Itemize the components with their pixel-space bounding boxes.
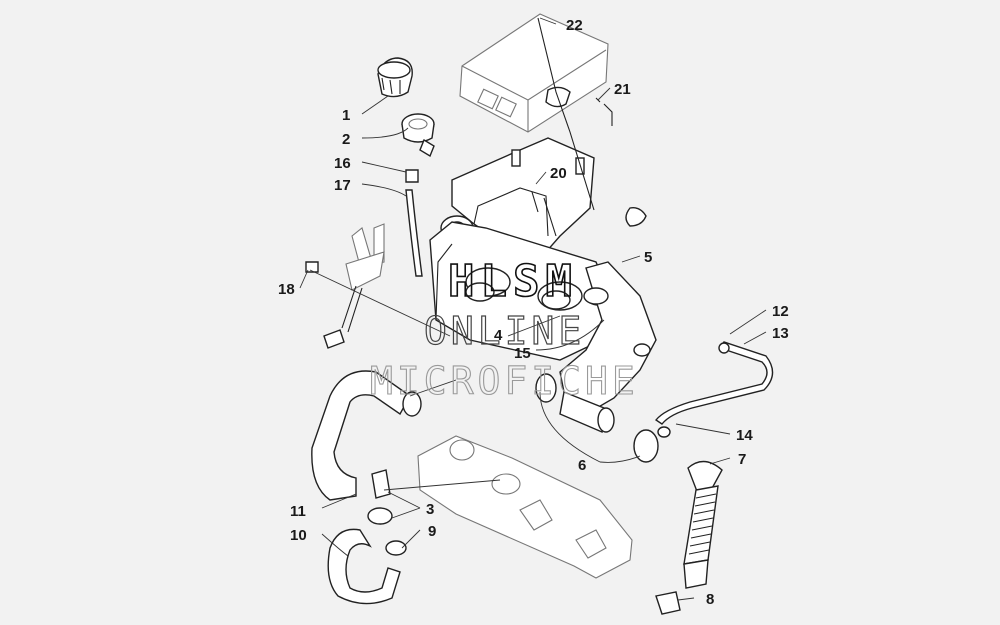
intake-manifold-part [417,435,633,579]
callout-4: 4 [494,327,503,344]
clamp-6-part [535,373,671,463]
clamp-12-part [718,342,730,354]
clamp-3-part [367,469,393,525]
callout-2: 2 [342,131,350,148]
hose-11-end [402,391,422,417]
hose-10-part [327,528,401,605]
filler-cap-part [377,57,413,98]
callout-9: 9 [428,523,436,540]
callout-labels: 1 2 3 4 5 6 7 8 9 10 11 12 13 14 15 16 1… [278,17,789,608]
callout-15: 15 [514,345,531,362]
callout-18: 18 [278,281,295,298]
callout-17: 17 [334,177,351,194]
bolt-20-part [531,191,557,237]
corrugated-hose-part [683,460,723,589]
watermark: HLSM ONLINE MICROFICHE [369,255,639,403]
bolt-22-part [537,17,595,211]
watermark-line-2: ONLINE [424,309,585,353]
callout-3: 3 [426,501,434,518]
callout-22: 22 [566,17,583,34]
watermark-line-1: HLSM [448,256,578,307]
clamp-4-part [465,282,571,310]
clamp-16-part [405,169,419,183]
callout-12: 12 [772,303,789,320]
callout-7: 7 [738,451,746,468]
leader-lines [299,17,767,601]
filler-neck-part [401,113,435,158]
fitting-8-part [655,591,681,615]
callout-10: 10 [290,527,307,544]
callout-8: 8 [706,591,714,608]
callout-5: 5 [644,249,652,266]
control-box-part [459,13,609,133]
vent-hose-part [405,189,423,277]
watermark-line-3: MICROFICHE [370,359,639,403]
callout-13: 13 [772,325,789,342]
hose-11-part [311,370,411,501]
callout-16: 16 [334,155,351,172]
callout-11: 11 [290,503,306,520]
oil-pump-part [559,261,657,434]
clamp-9-part [385,540,407,556]
callout-20: 20 [550,165,567,182]
grommet-part [625,206,647,227]
callout-14: 14 [736,427,753,444]
wiring-harness-part [305,223,385,349]
callout-21: 21 [614,81,631,98]
bolt-21-part [595,97,613,126]
callout-1: 1 [342,107,350,124]
oil-return-hose-part [654,341,774,425]
callout-6: 6 [578,457,586,474]
